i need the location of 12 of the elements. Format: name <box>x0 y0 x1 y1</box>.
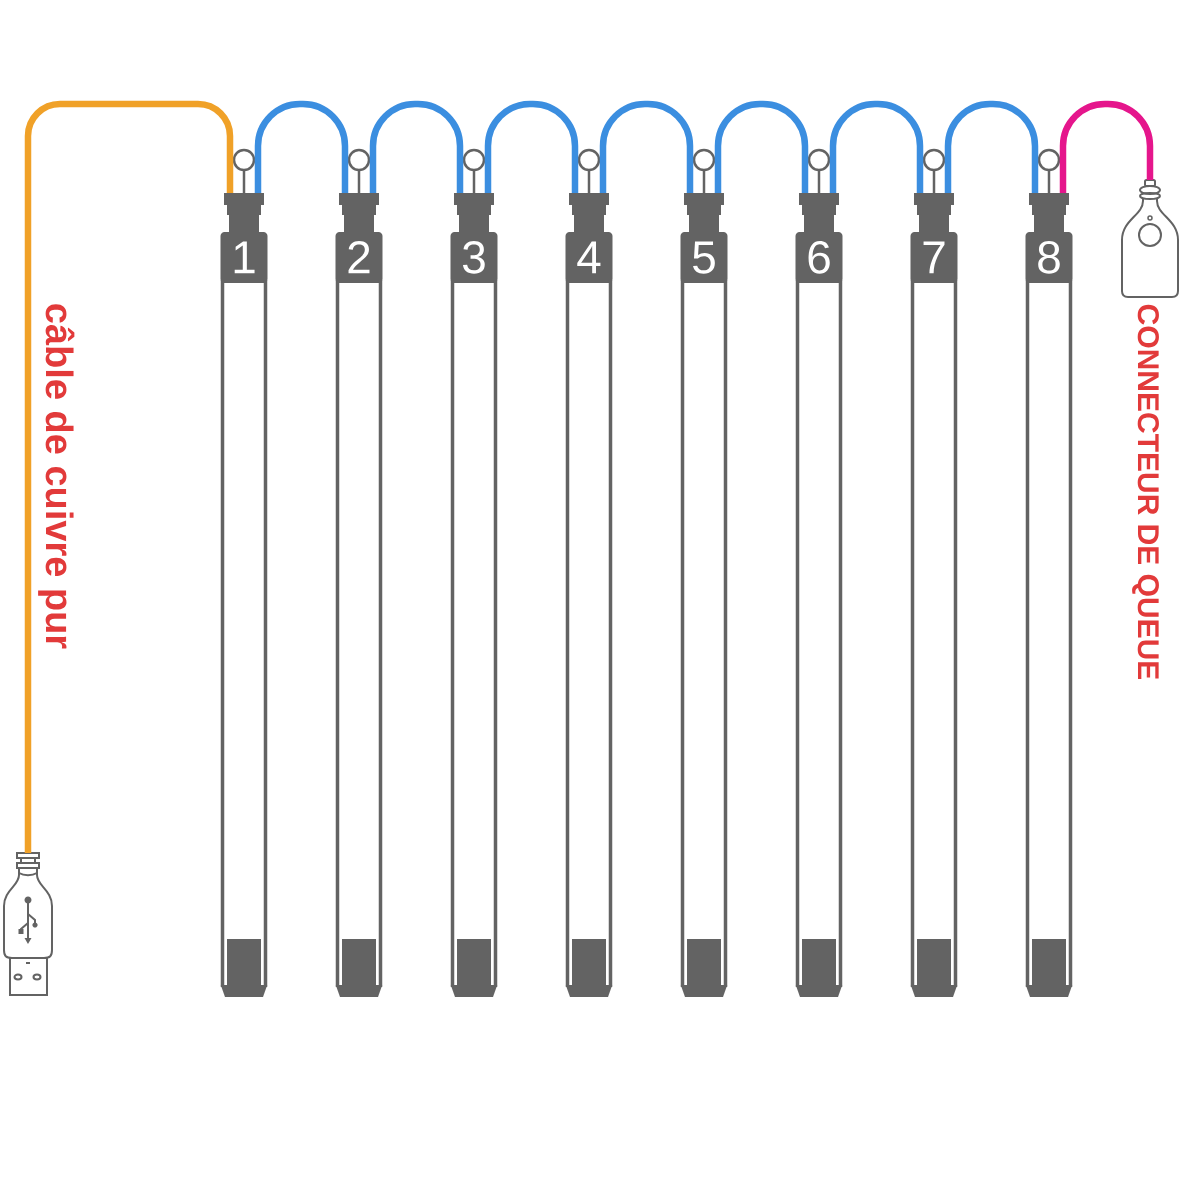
light-tube: 7 <box>910 148 958 997</box>
tail-connector <box>1121 179 1179 298</box>
edge-label: câble de cuivre pur <box>37 301 76 651</box>
side-label: CONNECTEUR DE QUEUE <box>1131 302 1160 682</box>
light-tube: 3 <box>450 148 498 997</box>
light-tube: 5 <box>680 148 728 997</box>
usb-plug <box>3 852 53 996</box>
light-tube: 8 <box>1025 148 1073 997</box>
light-tube: 4 <box>565 148 613 997</box>
light-tube: 6 <box>795 148 843 997</box>
light-tube: 1 <box>220 148 268 997</box>
light-tube: 2 <box>335 148 383 997</box>
